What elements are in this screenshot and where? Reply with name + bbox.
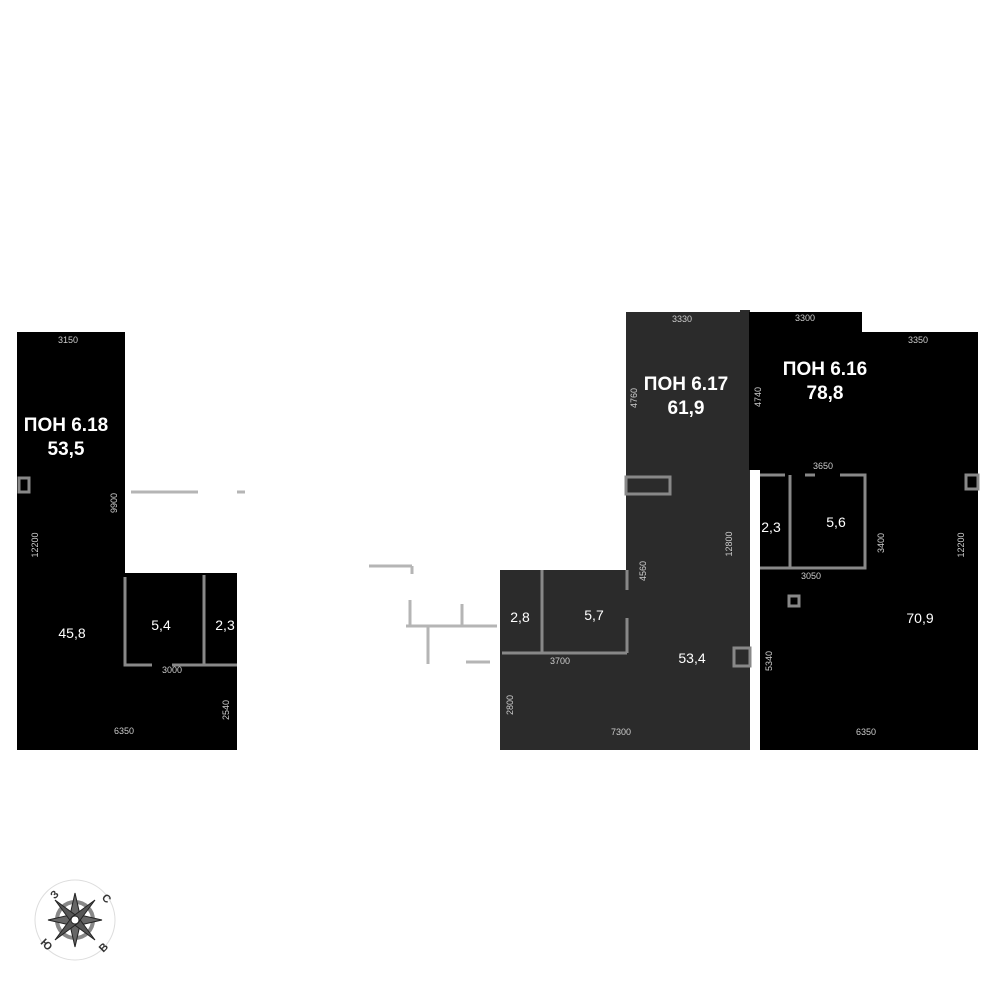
room-area: 5,7 bbox=[584, 607, 604, 623]
room-area: 2,3 bbox=[761, 519, 781, 535]
dimension: 6350 bbox=[855, 727, 877, 737]
dimension: 3000 bbox=[161, 665, 183, 675]
unit-6-18[interactable] bbox=[17, 332, 237, 750]
dimension: 3400 bbox=[876, 532, 886, 554]
dimension: 3050 bbox=[800, 571, 822, 581]
dimension: 3300 bbox=[794, 313, 816, 323]
dimension: 6350 bbox=[113, 726, 135, 736]
unit-6-17-walls bbox=[502, 475, 752, 668]
dimension: 12200 bbox=[30, 532, 40, 558]
dimension: 5340 bbox=[764, 650, 774, 672]
dimension: 7300 bbox=[610, 727, 632, 737]
dimension: 9900 bbox=[109, 492, 119, 514]
dimension: 4760 bbox=[629, 387, 639, 409]
dimension: 12200 bbox=[956, 532, 966, 558]
room-area: 2,8 bbox=[510, 609, 530, 625]
dimension: 3650 bbox=[812, 461, 834, 471]
dimension: 12800 bbox=[724, 531, 734, 557]
room-area: 45,8 bbox=[58, 625, 86, 641]
unit-6-17[interactable] bbox=[500, 310, 750, 750]
room-area: 2,3 bbox=[215, 617, 235, 633]
dimension: 4560 bbox=[638, 560, 648, 582]
dimension: 4740 bbox=[753, 386, 763, 408]
neighbor-walls bbox=[131, 490, 497, 664]
room-area: 53,4 bbox=[678, 650, 706, 666]
dimension: 2540 bbox=[221, 699, 231, 721]
unit-6-16-walls bbox=[760, 473, 980, 608]
dimension: 2800 bbox=[505, 694, 515, 716]
dimension: 3350 bbox=[907, 335, 929, 345]
room-area: 5,4 bbox=[151, 617, 171, 633]
room-area: 70,9 bbox=[906, 610, 934, 626]
room-area: 5,6 bbox=[826, 514, 846, 530]
compass-icon bbox=[34, 879, 116, 961]
dimension: 3700 bbox=[549, 656, 571, 666]
dimension: 3330 bbox=[671, 314, 693, 324]
unit-6-18-walls bbox=[17, 476, 237, 667]
dimension: 3150 bbox=[57, 335, 79, 345]
